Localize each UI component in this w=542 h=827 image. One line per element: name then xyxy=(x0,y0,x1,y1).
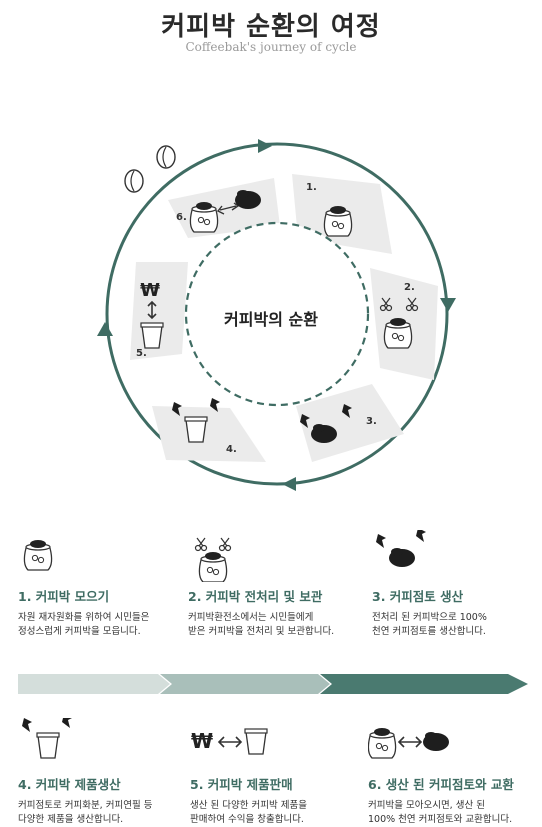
step-heading: 5. 커피박 제품판매 xyxy=(190,777,293,792)
cycle-diagram: 1. 2. 3. 4. 5. 6. ₩ xyxy=(97,139,456,491)
svg-text:₩: ₩ xyxy=(140,280,160,301)
step-heading: 6. 생산 된 커피점토와 교환 xyxy=(368,777,514,792)
cycle-center-label: 커피박의 순환 xyxy=(224,310,318,329)
segment-number-4: 4. xyxy=(226,444,237,455)
won-exchange-icon: ₩ xyxy=(190,718,360,770)
coffee-sack-icon xyxy=(323,205,353,237)
step-heading: 2. 커피박 전처리 및 보관 xyxy=(188,589,323,604)
sack-exchange-icon xyxy=(189,190,261,233)
hands-clay-icon xyxy=(372,528,542,582)
segment-number-3: 3. xyxy=(366,416,377,427)
sack-exchange-icon xyxy=(367,718,538,770)
segment-number-1: 1. xyxy=(306,182,317,193)
step-heading: 4. 커피박 제품생산 xyxy=(18,777,121,792)
segment-number-6: 6. xyxy=(176,212,187,223)
segment-4 xyxy=(152,406,266,462)
coffee-sack-icon xyxy=(18,530,188,582)
process-arrow-bar xyxy=(18,674,528,694)
page-title: 커피박 순환의 여정 xyxy=(161,12,381,42)
scissors-sack-icon xyxy=(188,530,358,583)
step-heading: 3. 커피점토 생산 xyxy=(372,589,464,604)
step-heading: 1. 커피박 모으기 xyxy=(18,589,110,604)
hands-pot-icon xyxy=(18,714,188,770)
page-subtitle: Coffeebak's journey of cycle xyxy=(185,40,357,54)
svg-text:₩: ₩ xyxy=(191,729,213,753)
segment-number-2: 2. xyxy=(404,282,415,293)
step-3: 3. 커피점토 생산 전처리 된 커피박으로 100%천연 커피점토를 생산합니… xyxy=(372,528,542,639)
coffee-bean-icon xyxy=(124,145,176,193)
segment-number-5: 5. xyxy=(136,348,147,359)
step-description: 전처리 된 커피박으로 100%천연 커피점토를 생산합니다. xyxy=(372,612,487,637)
won-exchange-icon: ₩ xyxy=(140,280,164,349)
